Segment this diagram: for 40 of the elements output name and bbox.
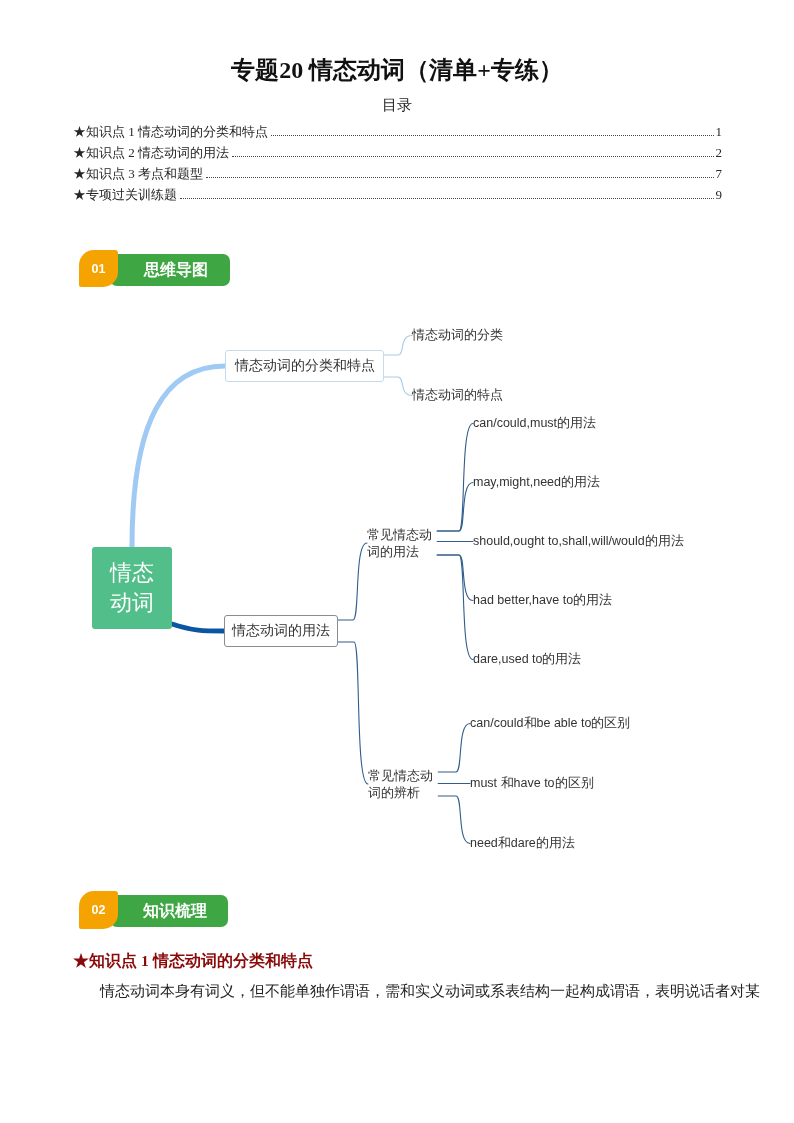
toc-entry: ★专项过关训练题	[73, 186, 177, 204]
branch-line	[337, 542, 368, 621]
section-number-tab: 02	[79, 891, 118, 929]
page-title: 专题20 情态动词（清单+专练）	[231, 56, 563, 85]
branch-label: must 和have to的区别	[470, 775, 594, 792]
toc-heading: 目录	[382, 96, 412, 115]
central-topic-box: 情态动词	[92, 547, 172, 629]
branch-label: dare,used to的用法	[473, 651, 582, 668]
branch-line	[436, 554, 474, 661]
branch-label: 情态动词的分类	[412, 327, 503, 344]
page-number: 2	[715, 144, 722, 162]
topic-box: 情态动词的用法	[224, 615, 338, 647]
toc-entry: ★知识点 3 考点和题型	[73, 165, 203, 183]
page-number: 9	[715, 186, 722, 204]
branch-line	[383, 376, 413, 397]
branch-label: may,might,need的用法	[473, 474, 600, 491]
branch-line	[437, 782, 471, 785]
page-number: 1	[715, 123, 722, 141]
section-number-tab: 01	[79, 250, 118, 287]
page-number: 7	[715, 165, 722, 183]
branch-line	[437, 795, 471, 845]
branch-label: can/could和be able to的区别	[470, 715, 631, 732]
body-paragraph: 情态动词本身有词义，但不能单独作谓语，需和实义动词或系表结构一起构成谓语，表明说话者对某	[100, 981, 760, 1001]
branch-label: should,ought to,shall,will/would的用法	[473, 533, 684, 550]
branch-line	[383, 334, 413, 356]
branch-label: 情态动词的特点	[412, 387, 503, 404]
toc-entry: ★知识点 1 情态动词的分类和特点	[73, 123, 268, 141]
branch-label: need和dare的用法	[470, 835, 575, 852]
toc-entry: ★知识点 2 情态动词的用法	[73, 144, 229, 162]
section-heading: ★知识点 1 情态动词的分类和特点	[73, 951, 313, 971]
branch-line	[337, 641, 369, 785]
branch-label: can/could,must的用法	[473, 415, 597, 432]
subtopic-label: 常见情态动词的辨析	[368, 767, 439, 801]
topic-box: 情态动词的分类和特点	[225, 350, 384, 382]
branch-label: had better,have to的用法	[473, 592, 613, 609]
branch-line	[437, 722, 471, 773]
branch-line	[436, 481, 474, 532]
branch-line	[436, 540, 474, 543]
section-title-banner: 思维导图	[110, 254, 230, 286]
subtopic-label: 常见情态动词的用法	[367, 526, 438, 560]
